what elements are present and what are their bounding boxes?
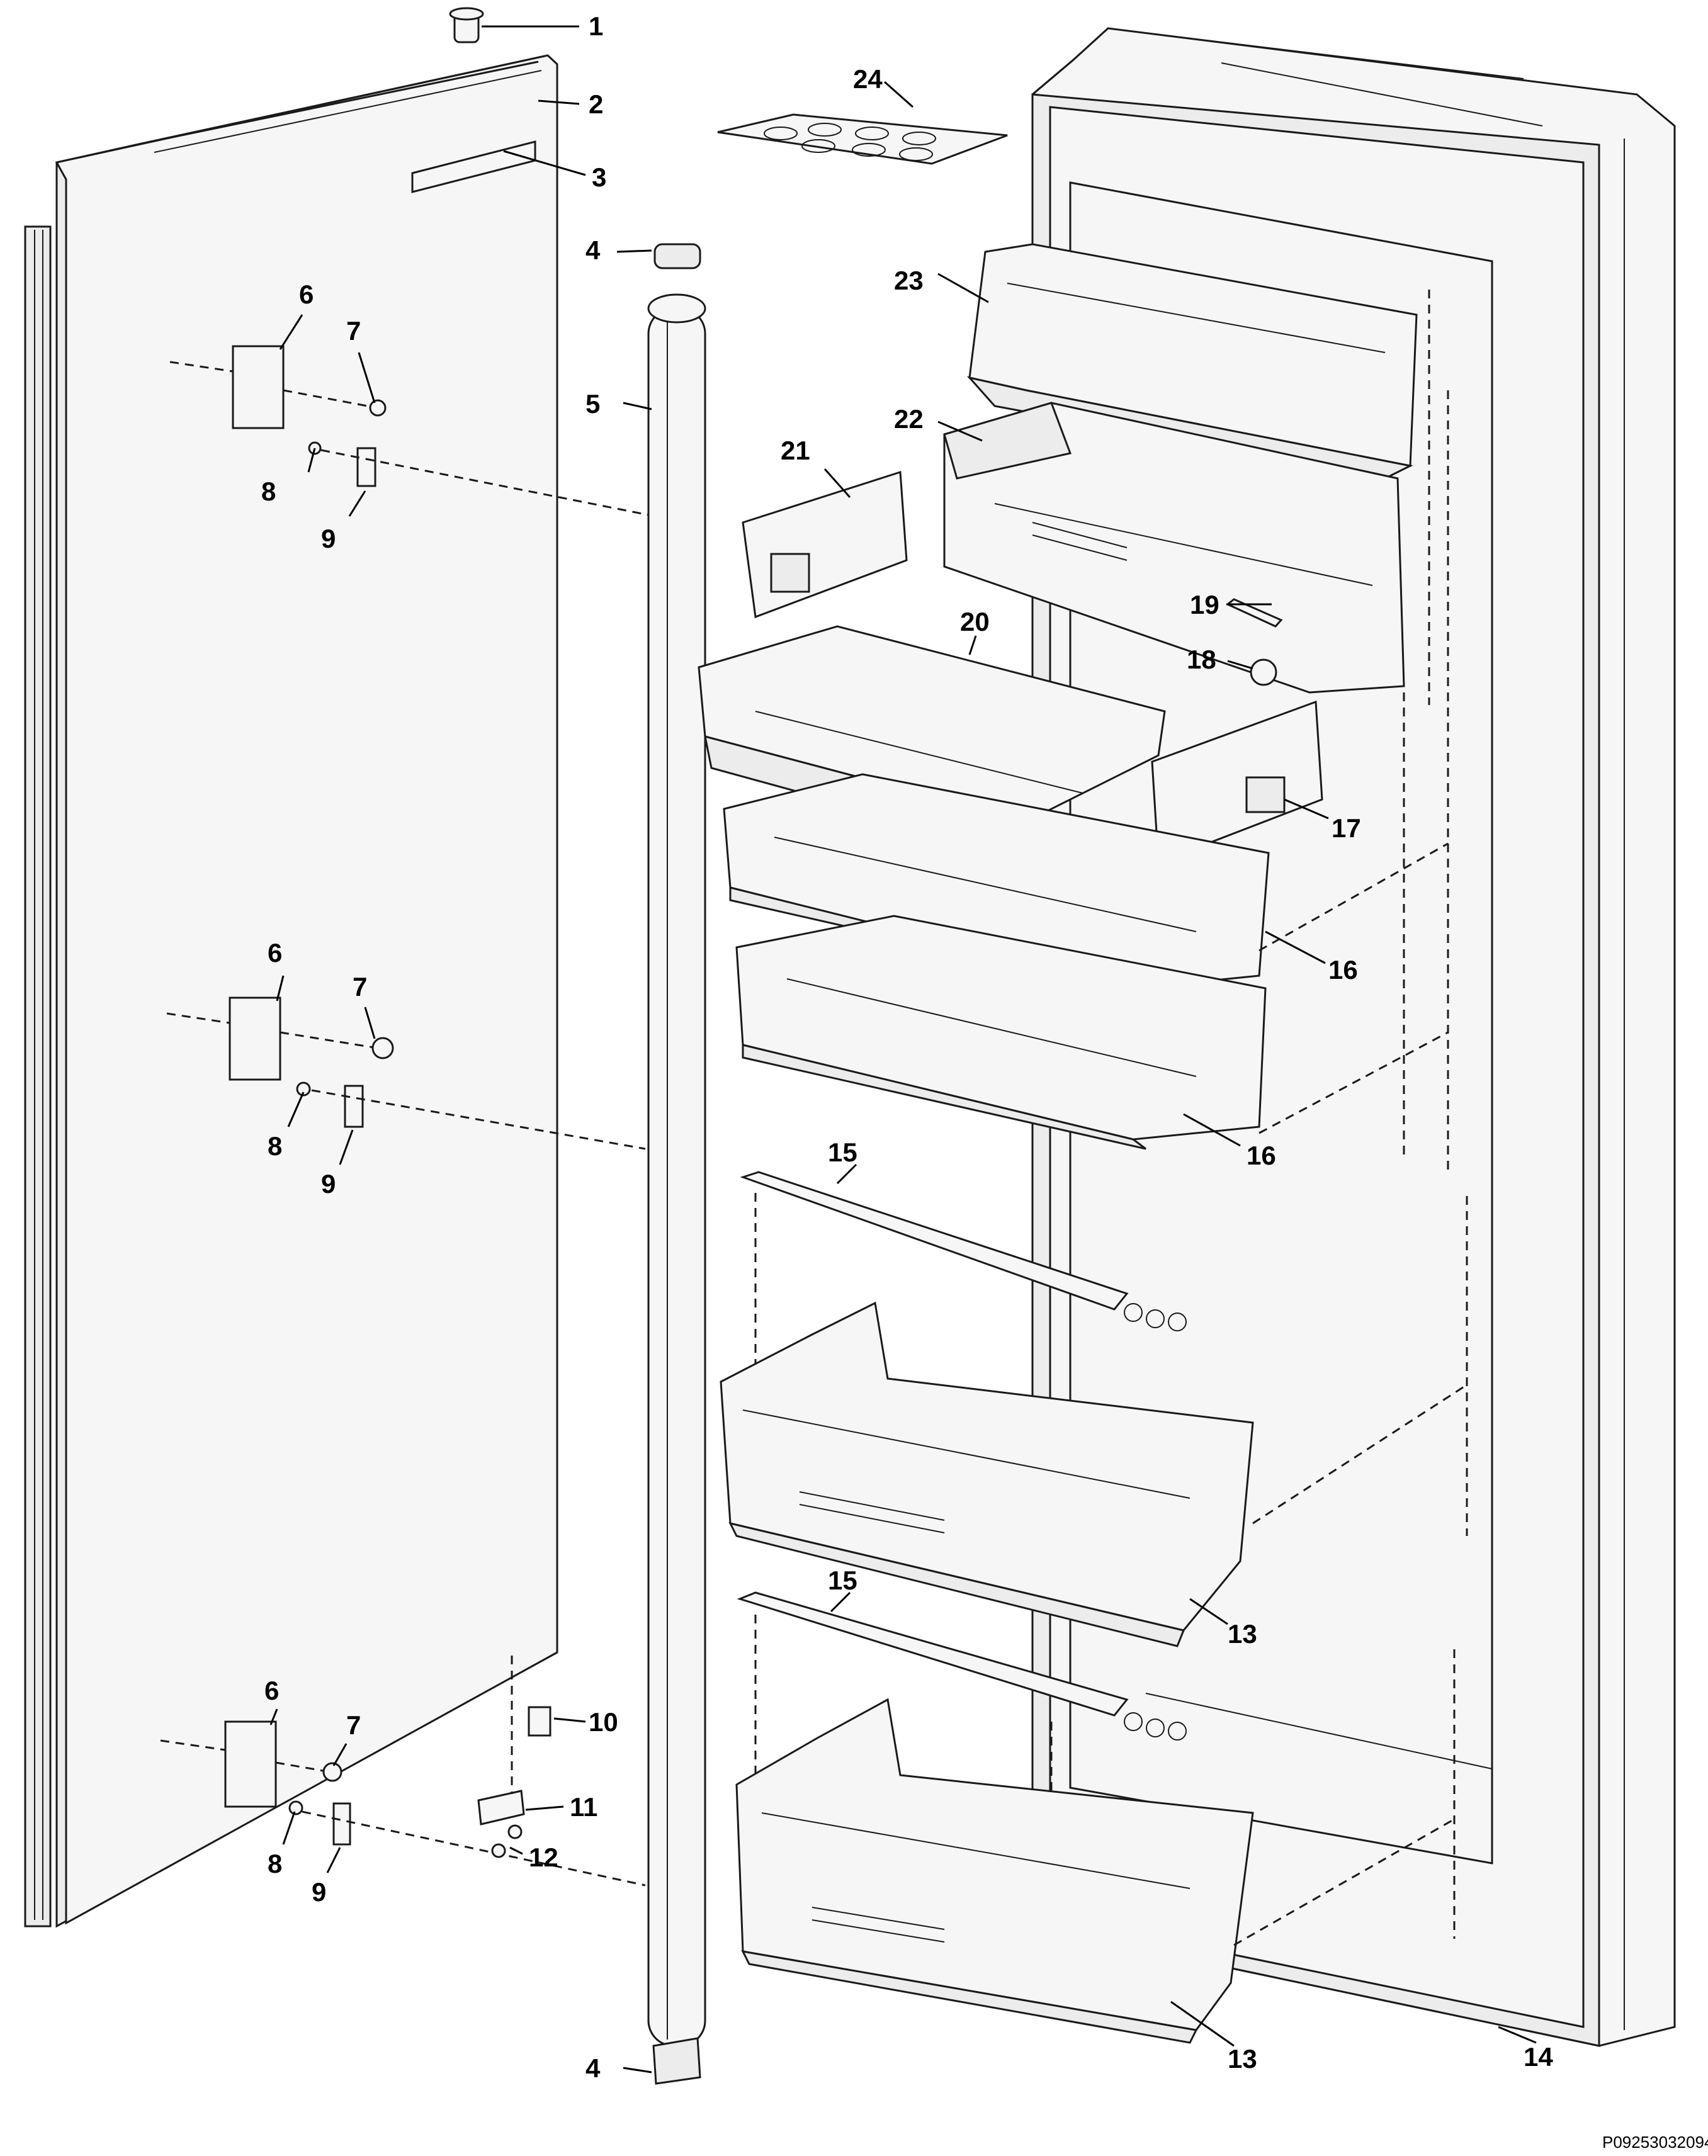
callout-7-lower: 7 [346, 1710, 361, 1740]
callout-18: 18 [1187, 645, 1216, 674]
callout-8-upper: 8 [261, 477, 276, 506]
callout-7-middle: 7 [353, 972, 367, 1002]
callout-15-upper: 15 [828, 1137, 857, 1167]
dairy-knob [1250, 658, 1277, 686]
shelf-rail-upper [740, 1171, 1187, 1473]
callout-21: 21 [781, 436, 810, 465]
callout-leaders [269, 25, 1537, 2074]
shelf-bracket-left [742, 470, 908, 619]
callout-2: 2 [589, 89, 603, 119]
callout-15-lower: 15 [828, 1566, 857, 1595]
callout-17: 17 [1332, 813, 1361, 843]
callout-22: 22 [894, 404, 924, 434]
dairy-compartment [943, 402, 1405, 694]
shelf-bracket-right [1151, 700, 1323, 864]
callout-8-middle: 8 [268, 1131, 282, 1161]
callout-10: 10 [589, 1707, 618, 1737]
callout-9-middle: 9 [321, 1169, 336, 1199]
door-bin-upper [720, 1301, 1254, 1647]
document-id: P09253032094 [1602, 2133, 1708, 2152]
lower-hinge-pin-bracket [477, 1656, 551, 1858]
callout-6-middle: 6 [268, 938, 282, 968]
callout-5: 5 [585, 389, 600, 419]
callout-14: 14 [1524, 2042, 1553, 2072]
seal-end-cap-bottom [652, 2037, 701, 2085]
callout-9-upper: 9 [321, 524, 336, 553]
assembly-guide-lines [1233, 842, 1468, 1946]
callout-8-lower: 8 [268, 1849, 282, 1878]
callout-12: 12 [529, 1843, 558, 1872]
callout-16-upper: 16 [1328, 955, 1358, 985]
door-cap [449, 7, 484, 43]
callout-24: 24 [853, 64, 883, 94]
seal-end-cap-top [653, 243, 701, 269]
callout-6-upper: 6 [299, 279, 314, 309]
callout-3: 3 [592, 162, 606, 192]
door-seal-strip [647, 293, 706, 2047]
callout-4-bottom: 4 [585, 2053, 601, 2083]
lower-hinge-set [160, 1720, 646, 1887]
callout-7-upper: 7 [346, 316, 361, 346]
egg-tray [717, 113, 1008, 165]
door-bin-lower [735, 1698, 1254, 2044]
callout-13-lower: 13 [1228, 2044, 1257, 2074]
callout-6-lower: 6 [264, 1676, 279, 1705]
middle-hinge-set [166, 996, 646, 1150]
callout-labels: 1 2 3 4 5 4 6 7 8 9 6 7 8 9 6 7 8 9 10 1… [261, 11, 1708, 2152]
callout-1: 1 [589, 11, 603, 41]
door-edge-gasket [24, 225, 52, 1927]
callout-11: 11 [570, 1792, 597, 1822]
dairy-compartment-cover [966, 243, 1418, 480]
callout-9-lower: 9 [312, 1877, 326, 1907]
dairy-hinge-pin [1226, 598, 1283, 628]
callout-4-top: 4 [585, 235, 601, 265]
outer-door-panel [24, 54, 558, 1928]
upper-hinge-set [169, 345, 649, 516]
callout-23: 23 [894, 266, 924, 295]
callout-20: 20 [960, 607, 990, 636]
callout-19: 19 [1190, 590, 1219, 619]
door-shelf-lower [735, 915, 1267, 1150]
callout-16-lower: 16 [1247, 1141, 1276, 1170]
callout-13-upper: 13 [1228, 1619, 1257, 1649]
